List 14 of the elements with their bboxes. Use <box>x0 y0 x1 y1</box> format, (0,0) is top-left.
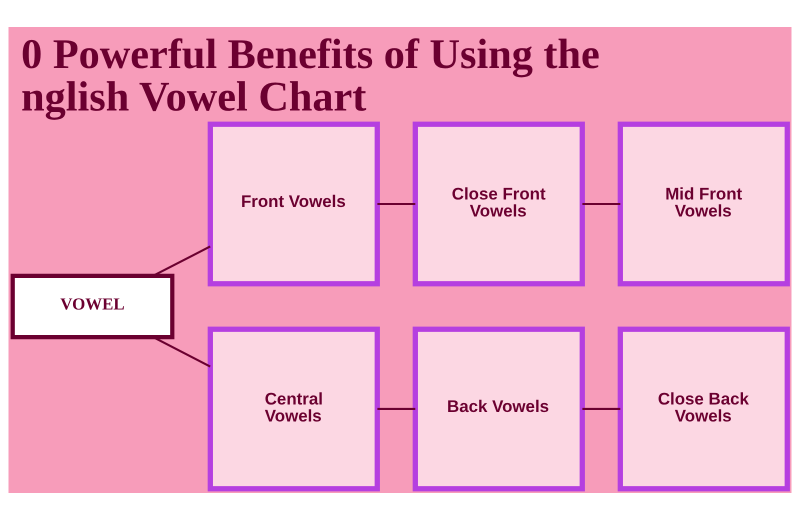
connector <box>152 336 211 368</box>
connector <box>152 246 211 277</box>
connector <box>377 408 416 410</box>
node-box: Back Vowels <box>412 326 585 492</box>
node-box: Close Front Vowels <box>412 122 585 286</box>
connector <box>377 202 416 206</box>
diagram-title: 0 Powerful Benefits of Using the nglish Vowel Chart <box>21 31 600 120</box>
node-box: Central Vowels <box>208 326 380 492</box>
node-box: Mid Front Vowels <box>618 122 790 286</box>
node-box: Close Back Vowels <box>618 326 790 492</box>
connector <box>582 202 620 206</box>
node-box: Front Vowels <box>208 122 380 286</box>
node-box: VOWEL <box>10 274 174 340</box>
connector <box>582 408 620 410</box>
